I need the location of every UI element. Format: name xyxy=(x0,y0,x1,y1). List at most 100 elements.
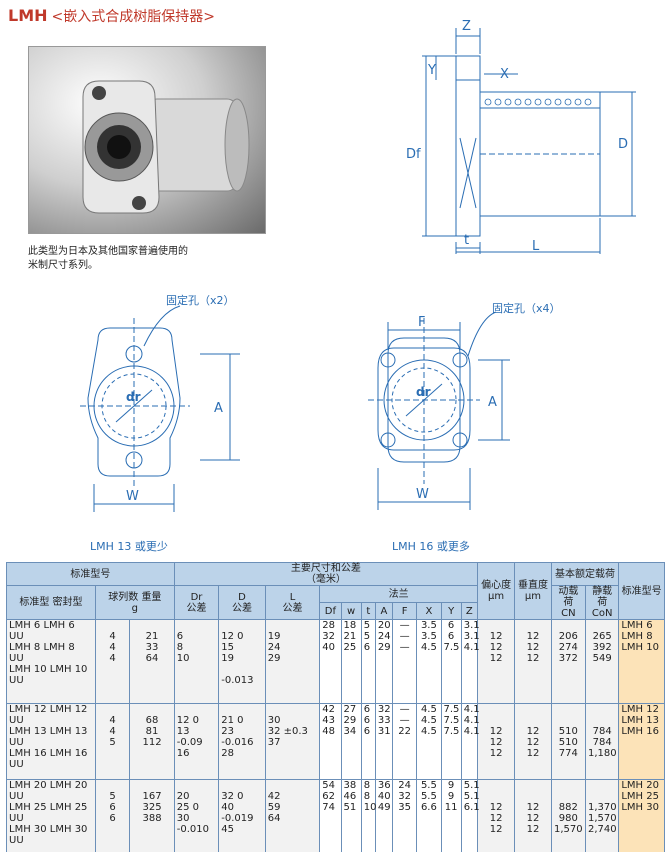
header-z: Z xyxy=(460,602,478,620)
cell-t: 5 5 6 xyxy=(360,619,376,704)
cell-perpendicularity: 12 12 12 xyxy=(514,779,552,852)
model-name: LMH xyxy=(8,6,48,25)
cell-f: — — — xyxy=(392,619,418,704)
cell-models: LMH 12 LMH 12 UU LMH 13 LMH 13 UU LMH 16… xyxy=(6,703,96,780)
cell-a: 32 33 31 xyxy=(374,703,394,780)
header-standard-model-right: 标准型号 xyxy=(618,562,665,620)
cell-dr: 20 25 0 30 -0.010 xyxy=(173,779,220,852)
dim-label-x: X xyxy=(500,67,509,82)
description-line: 米制尺寸系列。 xyxy=(28,260,98,271)
cell-x: 4.5 4.5 4.5 xyxy=(416,703,442,780)
cell-models: LMH 6 LMH 6 UU LMH 8 LMH 8 UU LMH 10 LMH… xyxy=(6,619,96,704)
header-f: F xyxy=(392,602,418,620)
dim-label-z: Z xyxy=(462,19,471,34)
cell-t: 8 8 10 xyxy=(360,779,376,852)
callout-fixing-holes: 固定孔（x2） xyxy=(166,293,235,307)
cell-d: 32 0 40 -0.019 45 xyxy=(218,779,266,852)
cell-model-right: LMH 20 LMH 25 LMH 30 xyxy=(618,779,665,852)
cell-weight: 68 81 112 xyxy=(129,703,175,780)
cell-weight: 167 325 388 xyxy=(129,779,175,852)
cell-eccentricity: 12 12 12 xyxy=(476,703,516,780)
product-description: 此类型为日本及其他国家普遍使用的 米制尺寸系列。 xyxy=(28,245,188,273)
dim-label-a: A xyxy=(488,395,497,410)
dim-label-dr: dr xyxy=(126,390,141,404)
header-load-rating: 基本额定载荷 xyxy=(550,562,620,586)
figure-caption: LMH 16 或更多 xyxy=(392,540,470,553)
cell-d: 12 0 15 19 -0.013 xyxy=(218,619,266,704)
header-y: Y xyxy=(440,602,462,620)
cell-f: — — 22 xyxy=(392,703,418,780)
dim-label-t: t xyxy=(464,233,469,248)
cell-x: 3.5 3.5 4.5 xyxy=(416,619,442,704)
cell-df: 54 62 74 xyxy=(319,779,342,852)
cell-l: 30 32 ±0.3 37 xyxy=(264,703,321,780)
cell-eccentricity: 12 12 12 xyxy=(476,779,516,852)
cell-balls: 5 6 6 xyxy=(94,779,131,852)
cell-dr: 12 0 13 -0.09 16 xyxy=(173,703,220,780)
header-df: Df xyxy=(319,602,342,620)
dim-label-y: Y xyxy=(427,63,436,78)
page-title: LMH<嵌入式合成树脂保持器> xyxy=(8,6,215,26)
header-w: w xyxy=(340,602,362,620)
cell-static-load: 1,370 1,570 2,740 xyxy=(585,779,620,852)
table-row: LMH 12 LMH 12 UU LMH 13 LMH 13 UU LMH 16… xyxy=(6,703,665,780)
dim-label-d: D xyxy=(618,137,628,152)
dim-label-df: Df xyxy=(406,147,421,162)
table-row: LMH 20 LMH 20 UU LMH 25 LMH 25 UU LMH 30… xyxy=(6,779,665,852)
cell-w: 18 21 25 xyxy=(340,619,362,704)
dim-label-w: W xyxy=(126,489,139,504)
cell-w: 27 29 34 xyxy=(340,703,362,780)
cell-perpendicularity: 12 12 12 xyxy=(514,703,552,780)
callout-fixing-holes: 固定孔（x4） xyxy=(492,301,561,315)
page-subtitle: <嵌入式合成树脂保持器> xyxy=(51,9,215,25)
dim-label-dr: dr xyxy=(416,385,431,399)
cell-static-load: 265 392 549 xyxy=(585,619,620,704)
cell-x: 5.5 5.5 6.6 xyxy=(416,779,442,852)
table-row: LMH 6 LMH 6 UU LMH 8 LMH 8 UU LMH 10 LMH… xyxy=(6,619,665,704)
bearing-illustration xyxy=(82,80,250,214)
header-t: t xyxy=(360,602,376,620)
cell-static-load: 784 784 1,180 xyxy=(585,703,620,780)
cell-dynamic-load: 206 274 372 xyxy=(550,619,587,704)
cell-eccentricity: 12 12 12 xyxy=(476,619,516,704)
cell-l: 19 24 29 xyxy=(264,619,321,704)
dim-label-f: F xyxy=(418,315,425,330)
cell-d: 21 0 23 -0.016 28 xyxy=(218,703,266,780)
cell-z: 3.1 3.1 4.1 xyxy=(460,619,480,704)
cell-model-right: LMH 12 LMH 13 LMH 16 xyxy=(618,703,665,780)
header-flange: 法兰 xyxy=(319,585,478,603)
cell-t: 6 6 6 xyxy=(360,703,376,780)
cell-a: 36 40 49 xyxy=(374,779,394,852)
dim-label-l: L xyxy=(532,239,540,254)
figure-caption: LMH 13 或更少 xyxy=(90,540,168,553)
front-view-4-holes: 固定孔（x4） F dr A W xyxy=(368,301,561,510)
cell-y: 6 6 7.5 xyxy=(440,619,462,704)
cell-z: 4.1 4.1 4.1 xyxy=(460,703,480,780)
header-main-dimensions: 主要尺寸和公差（毫米） xyxy=(173,562,478,586)
header-std-seal: 标准型 密封型 xyxy=(6,585,96,620)
cell-model-right: LMH 6 LMH 8 LMH 10 xyxy=(618,619,665,704)
cell-dynamic-load: 882 980 1,570 xyxy=(550,779,587,852)
cell-y: 7.5 7.5 7.5 xyxy=(440,703,462,780)
cell-f: 24 32 35 xyxy=(392,779,418,852)
cell-df: 28 32 40 xyxy=(319,619,342,704)
cell-y: 9 9 11 xyxy=(440,779,462,852)
header-a: A xyxy=(374,602,394,620)
dim-label-a: A xyxy=(214,401,223,416)
cell-dynamic-load: 510 510 774 xyxy=(550,703,587,780)
front-view-2-holes: 固定孔（x2） dr A W xyxy=(80,293,240,512)
description-line: 此类型为日本及其他国家普遍使用的 xyxy=(28,246,188,257)
cell-models: LMH 20 LMH 20 UU LMH 25 LMH 25 UU LMH 30… xyxy=(6,779,96,852)
cell-l: 42 59 64 xyxy=(264,779,321,852)
cell-perpendicularity: 12 12 12 xyxy=(514,619,552,704)
cell-balls: 4 4 4 xyxy=(94,619,131,704)
cell-w: 38 46 51 xyxy=(340,779,362,852)
